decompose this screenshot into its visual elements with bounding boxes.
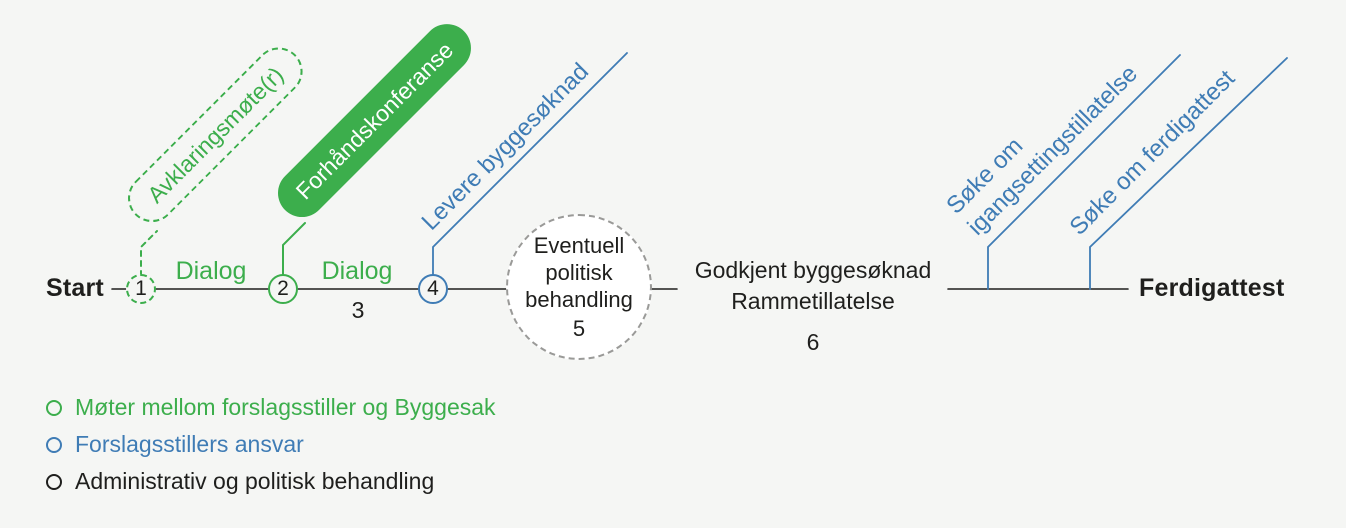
step-3-number: 3 (351, 297, 365, 323)
node-2-number: 2 (277, 277, 289, 300)
dialog-label-2: Dialog (321, 257, 393, 285)
connector-node4 (432, 52, 628, 277)
legend-item-proposer: Forslagsstillers ansvar (46, 431, 496, 458)
step-6-label-line1: Godkjent byggesøknad (694, 257, 932, 283)
node-4: 4 (418, 274, 448, 304)
connector-node1-dashed (140, 230, 158, 277)
ferdigattest-label: Ferdigattest (1139, 274, 1285, 302)
dialog-label-1: Dialog (175, 257, 247, 285)
legend: Møter mellom forslagsstiller og Byggesak… (46, 394, 496, 495)
start-label: Start (46, 274, 104, 302)
connector-node2 (282, 222, 306, 277)
step-6-label-line2: Rammetillatelse (731, 288, 895, 314)
legend-item-administrative: Administrativ og politisk behandling (46, 468, 496, 495)
node-1: 1 (126, 274, 156, 304)
blue-circle-icon (46, 436, 62, 453)
legend-item-meetings-label: Møter mellom forslagsstiller og Byggesak (75, 394, 496, 420)
node-1-number: 1 (135, 277, 147, 300)
step-6-number: 6 (806, 329, 820, 355)
node-4-number: 4 (427, 277, 439, 300)
legend-item-proposer-label: Forslagsstillers ansvar (75, 431, 304, 457)
step-6-label: Godkjent byggesøknad Rammetillatelse (688, 255, 938, 317)
node-5-circle: Eventuell politisk behandling 5 (506, 214, 652, 360)
black-circle-icon (46, 473, 62, 490)
green-circle-icon (46, 399, 62, 416)
legend-item-administrative-label: Administrativ og politisk behandling (75, 468, 435, 494)
connector-igangsetting (987, 54, 1181, 290)
legend-item-meetings: Møter mellom forslagsstiller og Byggesak (46, 394, 496, 421)
node-5-number: 5 (572, 316, 586, 341)
node-5-label: Eventuell politisk behandling (525, 233, 633, 312)
connector-ferdigattest (1089, 57, 1288, 290)
node-2: 2 (268, 274, 298, 304)
